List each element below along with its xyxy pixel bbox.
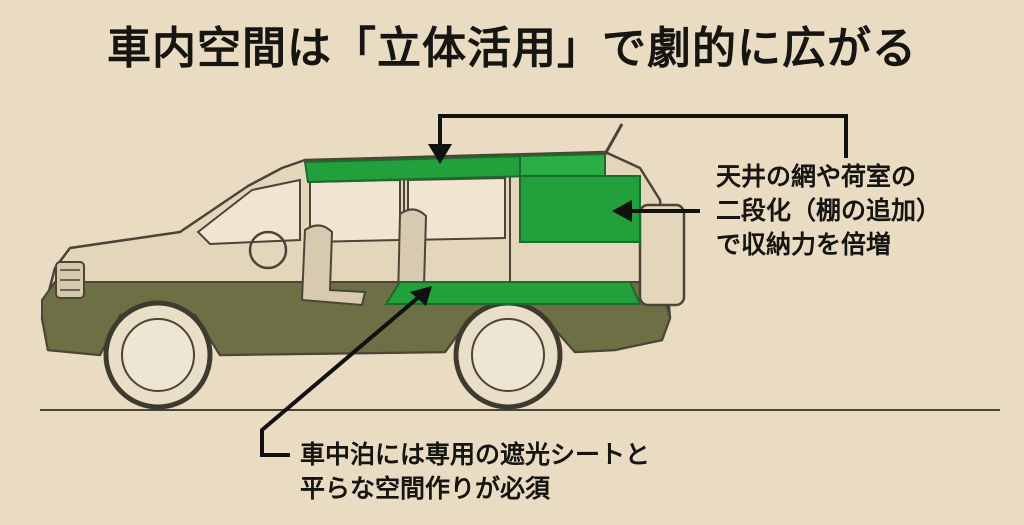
roof-rear-box (519, 152, 606, 177)
right-arrow-head (612, 200, 632, 222)
ceiling-storage-callout: 天井の網や荷室の 二段化（棚の追加） で収納力を倍増 (716, 160, 941, 262)
bottom-arrow-head (410, 286, 432, 306)
bottom-leader-line (260, 294, 422, 457)
callout-line: 平らな空間作りが必須 (300, 474, 551, 503)
front-seat (300, 224, 367, 307)
car-camping-callout: 車中泊には専用の遮光シートと 平らな空間作りが必須 (300, 438, 650, 506)
callout-line: 二段化（棚の追加） (716, 196, 942, 225)
callout-line: 天井の網や荷室の (716, 162, 917, 191)
top-bracket-line (438, 114, 848, 158)
callout-line: で収納力を倍増 (716, 230, 892, 259)
steering-wheel (248, 230, 288, 270)
flat-sleeping-platform (384, 281, 642, 305)
antenna (602, 123, 624, 157)
page-title: 車内空間は「立体活用」で劇的に広がる (107, 23, 917, 74)
rear-hatch (638, 203, 686, 307)
top-arrow-head (428, 144, 452, 164)
callout-line: 車中泊には専用の遮光シートと (300, 440, 651, 469)
windshield (196, 178, 301, 246)
